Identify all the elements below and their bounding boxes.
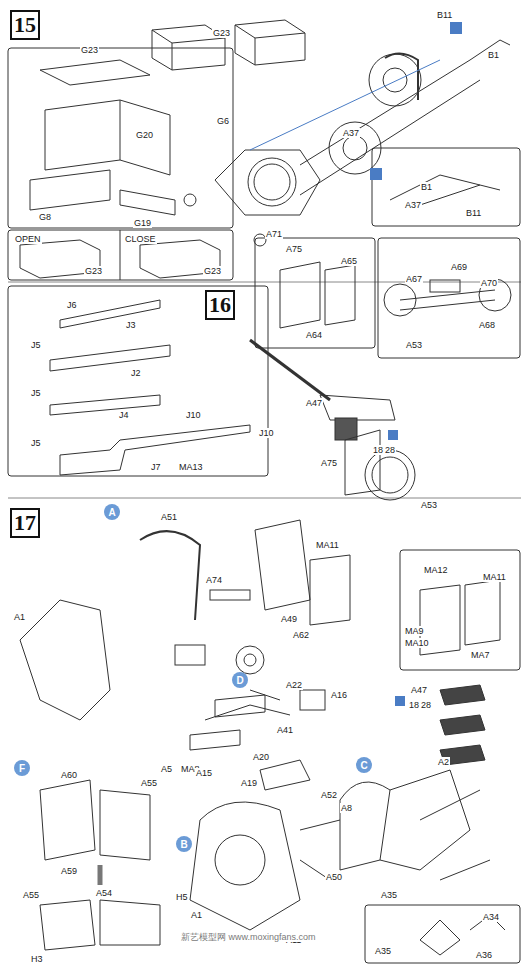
part-callout: A51 <box>160 512 178 522</box>
watermark: 新艺模型网 www.moxingfans.com <box>180 932 317 942</box>
sub-assembly-circle: D <box>232 672 248 688</box>
part-callout: A74 <box>205 575 223 585</box>
part-callout: MA10 <box>404 638 430 648</box>
step-number-box: 16 <box>205 290 235 320</box>
step-number-box: 15 <box>10 10 40 40</box>
part-callout: G20 <box>135 130 154 140</box>
part-callout: J5 <box>30 340 42 350</box>
part-callout: MA11 <box>315 540 340 550</box>
part-callout: A37 <box>342 128 360 138</box>
part-callout: 18 <box>372 445 384 455</box>
part-callout: A47 <box>410 685 428 695</box>
part-callout: MA12 <box>423 565 449 575</box>
part-callout: MA7 <box>470 650 491 660</box>
part-callout: A64 <box>305 330 323 340</box>
part-callout: 18 <box>408 700 420 710</box>
part-callout: A52 <box>320 790 338 800</box>
part-callout: A1 <box>190 910 203 920</box>
step-label: D <box>236 675 243 686</box>
part-callout: J3 <box>125 320 137 330</box>
part-callout: OPEN <box>14 234 42 244</box>
part-callout: J5 <box>30 438 42 448</box>
part-callout: J5 <box>30 388 42 398</box>
part-callout: G6 <box>216 116 230 126</box>
part-callout: MA11 <box>482 572 507 582</box>
part-callout: A5 <box>160 764 173 774</box>
step-label: A <box>108 507 115 518</box>
part-callout: A41 <box>276 725 294 735</box>
part-callout: H5 <box>175 892 189 902</box>
sub-assembly-circle: F <box>14 760 30 776</box>
sub-assembly-circle: C <box>356 757 372 773</box>
part-callout: 28 <box>420 700 432 710</box>
part-callout: A35 <box>380 890 398 900</box>
part-callout: B1 <box>487 50 500 60</box>
part-callout: J10 <box>258 428 275 438</box>
part-callout: A15 <box>195 768 213 778</box>
sub-assembly-circle: B <box>176 836 192 852</box>
step-label: C <box>360 760 367 771</box>
part-callout: A60 <box>60 770 78 780</box>
part-callout: A55 <box>22 890 40 900</box>
part-callout: A65 <box>340 256 358 266</box>
part-callout: A35 <box>374 946 392 956</box>
step-label: B <box>180 839 187 850</box>
part-callout: B1 <box>420 182 433 192</box>
part-callout: A53 <box>405 340 423 350</box>
step-label: F <box>19 763 25 774</box>
part-callout: B11 <box>436 10 453 20</box>
part-callout: G8 <box>38 212 52 222</box>
part-callout: A37 <box>404 200 422 210</box>
part-callout: A34 <box>482 912 500 922</box>
part-callout: A68 <box>478 320 496 330</box>
part-callout: A47 <box>305 398 323 408</box>
part-callout: MA13 <box>178 462 204 472</box>
part-callout: J7 <box>150 462 162 472</box>
part-callout: A53 <box>420 500 438 510</box>
part-callout: G23 <box>203 266 222 276</box>
part-callout: J2 <box>130 368 142 378</box>
part-callout: A70 <box>480 278 498 288</box>
part-callout: A2 <box>437 757 450 767</box>
step-label: 17 <box>14 510 36 536</box>
step-label: 16 <box>209 292 231 318</box>
part-callout: A22 <box>285 680 303 690</box>
part-callout: A59 <box>60 866 78 876</box>
part-callout: A36 <box>475 950 493 960</box>
part-callout: 28 <box>384 445 396 455</box>
part-callout: A20 <box>252 752 270 762</box>
part-callout: A50 <box>325 872 343 882</box>
part-callout: MA9 <box>404 626 425 636</box>
part-callout: A1 <box>13 612 26 622</box>
step-number-box: 17 <box>10 508 40 538</box>
part-callout: G19 <box>133 218 152 228</box>
part-callout: G23 <box>212 28 231 38</box>
part-callout: CLOSE <box>124 234 157 244</box>
part-callout: A16 <box>330 690 348 700</box>
part-callout: A49 <box>280 614 298 624</box>
part-callout: A55 <box>140 778 158 788</box>
part-callout: A75 <box>285 244 303 254</box>
part-callout: B11 <box>465 208 482 218</box>
sub-assembly-circle: A <box>104 504 120 520</box>
part-callout: G23 <box>84 266 103 276</box>
part-callout: J6 <box>66 300 78 310</box>
part-callout: A67 <box>405 274 423 284</box>
part-callout: A8 <box>340 803 353 813</box>
part-callout: A19 <box>240 778 258 788</box>
part-callout: J10 <box>185 410 202 420</box>
part-callout: A71 <box>265 229 283 239</box>
part-callout: A69 <box>450 262 468 272</box>
part-callout: A62 <box>292 630 310 640</box>
part-callout: A75 <box>320 458 338 468</box>
step-label: 15 <box>14 12 36 38</box>
part-callout: G23 <box>80 45 99 55</box>
part-callout: A54 <box>95 888 113 898</box>
part-callout: J4 <box>118 410 130 420</box>
part-callout: H3 <box>30 954 44 964</box>
